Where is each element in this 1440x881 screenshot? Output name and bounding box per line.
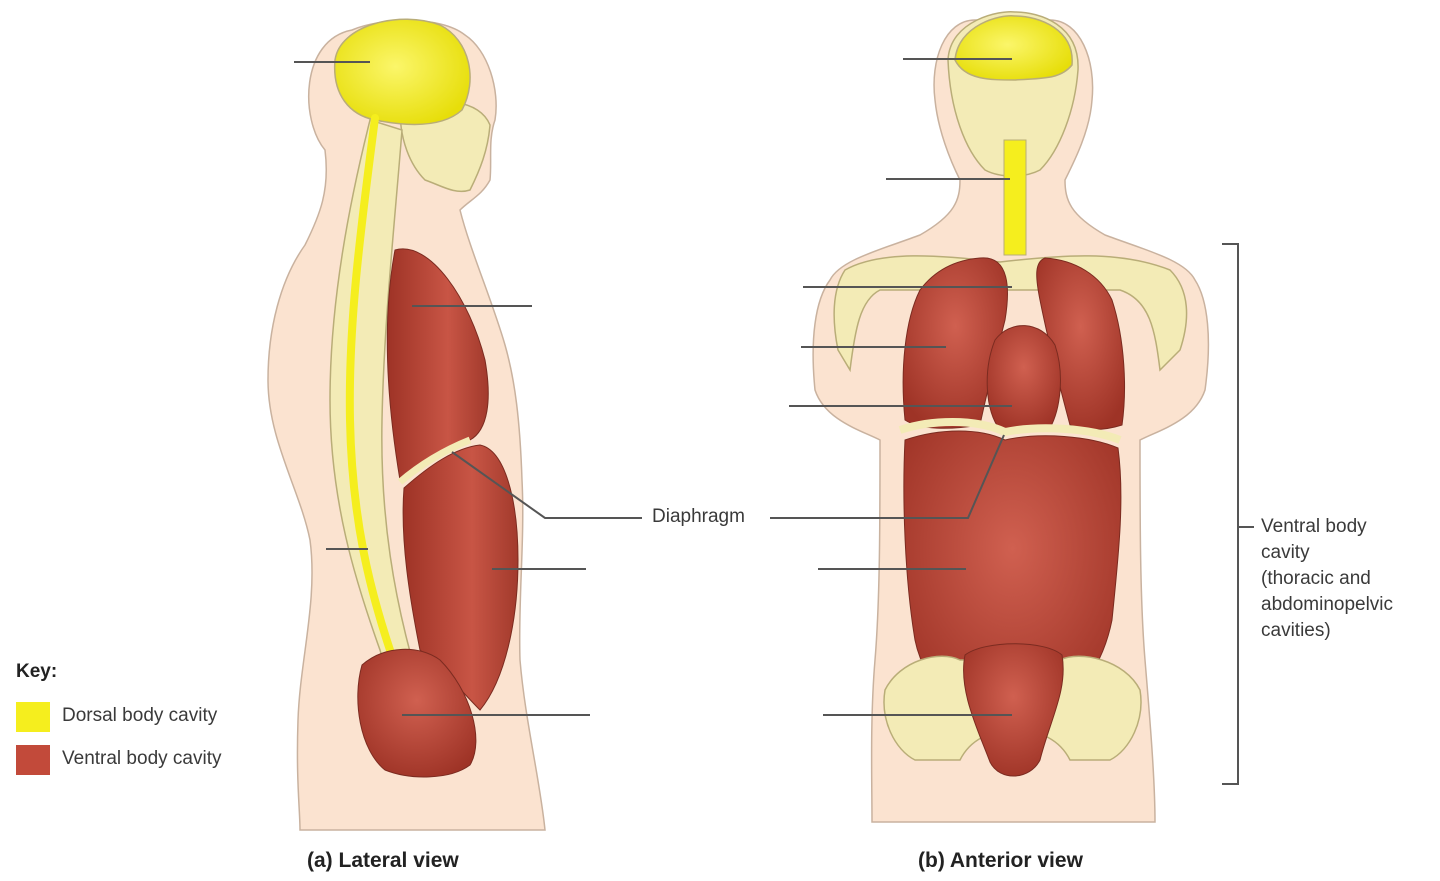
anterior-diaphragm — [898, 418, 1122, 444]
lateral-view — [267, 18, 642, 831]
diaphragm-label: Diaphragm — [652, 506, 745, 527]
key-title: Key: — [16, 661, 58, 682]
lateral-leader-lines — [294, 61, 642, 716]
anterior-pericardial — [986, 325, 1061, 431]
anterior-spinal-cavity — [1003, 139, 1027, 256]
lateral-cranial-cavity — [333, 18, 471, 126]
ventral-key-label: Ventral body cavity — [62, 748, 222, 769]
bracket-line-5: cavities) — [1261, 620, 1331, 641]
anterior-abdominal-cavity — [903, 430, 1122, 726]
bracket-line-1: Ventral body — [1261, 516, 1367, 537]
lateral-spinal-cavity — [345, 114, 394, 654]
lateral-diaphragm — [397, 436, 472, 485]
dorsal-swatch — [16, 702, 50, 732]
bracket-line-3: (thoracic and — [1261, 568, 1371, 589]
bracket-line-2: cavity — [1261, 542, 1310, 563]
leader-diaphragm-lateral — [451, 451, 642, 519]
bracket-line-4: abdominopelvic — [1261, 594, 1394, 615]
caption-anterior: (b) Anterior view — [918, 849, 1083, 872]
anterior-right-lung — [1036, 257, 1126, 430]
leader-diaphragm-anterior — [770, 434, 1005, 519]
ventral-bracket-label: Ventral body cavity (thoracic and abdomi… — [1261, 514, 1440, 644]
lateral-abdominal-cavity — [402, 444, 519, 711]
ventral-swatch — [16, 745, 50, 775]
anterior-view — [770, 11, 1254, 823]
anterior-left-lung — [902, 257, 1008, 429]
anterior-pelvic-cavity — [963, 643, 1064, 777]
ventral-bracket — [1222, 243, 1254, 785]
dorsal-key-label: Dorsal body cavity — [62, 705, 218, 726]
lateral-pelvic-cavity — [357, 648, 477, 778]
anterior-leader-lines — [770, 58, 1012, 716]
caption-lateral: (a) Lateral view — [307, 849, 459, 872]
anterior-cranial-cavity — [954, 15, 1073, 81]
